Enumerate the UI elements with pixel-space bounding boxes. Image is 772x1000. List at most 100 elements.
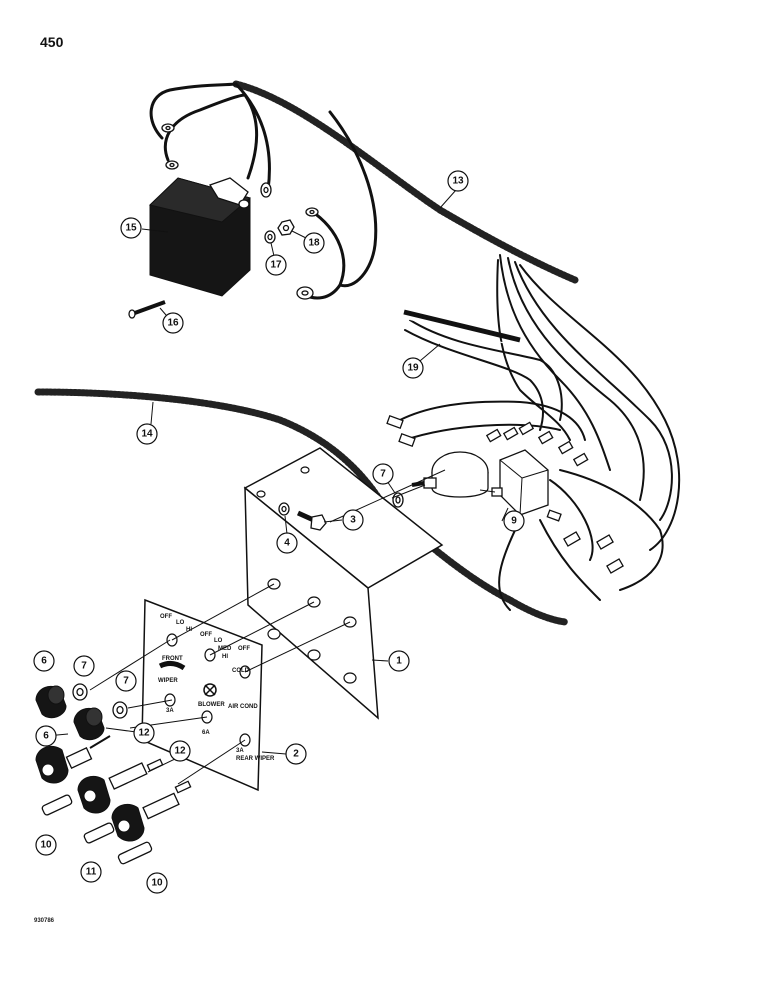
svg-text:9: 9 [511,516,517,527]
mounting-bracket [243,447,444,720]
callout-10-lower: 10 [146,872,168,894]
svg-text:6: 6 [41,656,47,667]
svg-text:14: 14 [141,429,153,440]
label-air-cond: AIR COND [228,704,258,710]
label-cold: COLD [232,668,250,674]
label-3a-2: 3A [236,748,244,754]
assembly-lines [89,469,496,785]
callout-12-upper: 12 [133,722,155,744]
ring-terminal-5 [296,286,314,300]
callout-3: 3 [342,509,364,531]
flat-cable-19 [403,309,521,348]
callout-18: 18 [303,232,325,254]
label-off-3: OFF [238,646,250,652]
callout-19: 19 [402,357,424,379]
svg-text:19: 19 [407,363,419,374]
rotary-switch [411,451,489,498]
label-lo-2: LO [214,638,223,644]
svg-text:7: 7 [380,469,386,480]
label-front: FRONT [162,656,183,662]
svg-text:6: 6 [43,731,49,742]
ground-wire [303,208,346,300]
svg-text:7: 7 [81,661,87,672]
svg-text:16: 16 [167,318,179,329]
nut-18 [277,219,295,236]
svg-text:4: 4 [284,538,290,549]
ring-terminal-3 [260,182,272,198]
callout-13: 13 [447,170,469,192]
svg-text:10: 10 [40,840,52,851]
switch-wires [399,254,681,611]
washer-7-upper [72,683,88,701]
svg-text:2: 2 [293,749,299,760]
callout-1: 1 [388,650,410,672]
toggle-switch-9 [491,449,549,516]
relay-wire-3 [234,82,271,192]
page-number: 450 [40,34,64,50]
callout-6-upper: 6 [33,650,55,672]
callout-6-lower: 6 [35,725,57,747]
callout-17: 17 [265,254,287,276]
harness-13 [232,80,579,284]
screw-16 [128,300,166,319]
washer-7-lower [112,701,128,719]
ring-terminal-1 [161,123,175,133]
washer-17 [264,230,276,244]
svg-text:17: 17 [270,260,282,271]
svg-text:18: 18 [308,238,320,249]
panel-labels: OFF LO HI FRONT WIPER OFF LO MED HI OFF … [158,614,275,762]
relay-wire-1 [149,82,238,140]
fuse-10-upper [41,794,73,816]
fuse-holder-2 [77,758,164,814]
svg-text:3: 3 [350,515,356,526]
label-wiper: WIPER [158,678,178,684]
svg-text:13: 13 [452,176,464,187]
callout-9: 9 [503,510,525,532]
callout-2: 2 [285,743,307,765]
svg-text:12: 12 [174,746,186,757]
svg-text:12: 12 [138,728,150,739]
ring-terminal-2 [165,160,179,170]
label-3a: 3A [166,708,174,714]
harness-branch-wire [328,110,378,288]
label-rear-wiper: REAR WIPER [236,756,275,762]
ring-terminal-4 [305,207,319,217]
callout-11: 11 [80,861,102,883]
washer-4 [278,502,290,516]
callout-15: 15 [120,217,142,239]
label-blower: BLOWER [198,702,225,708]
label-hi-2: HI [222,654,228,660]
relay-wire-2 [163,93,259,180]
label-6a: 6A [202,730,210,736]
spade-connectors [386,415,624,574]
control-panel [141,598,263,792]
label-hi: HI [186,627,192,633]
callout-12-lower: 12 [169,740,191,762]
fuse-holder-3 [111,780,192,842]
bolt-3 [296,510,327,531]
callout-14: 14 [136,423,158,445]
label-med: MED [218,646,232,652]
relay-box [148,177,252,297]
callout-7-middle: 7 [115,670,137,692]
document-code: 930786 [34,918,55,924]
svg-text:10: 10 [151,878,163,889]
callout-7-switch: 7 [372,463,394,485]
fuse-10-lower [117,841,153,865]
callout-7-upper: 7 [73,655,95,677]
knob-6-lower [73,707,105,741]
harness-14 [34,388,569,626]
callout-10-upper: 10 [35,834,57,856]
svg-text:11: 11 [86,867,97,878]
callout-16: 16 [162,312,184,334]
svg-text:15: 15 [125,223,137,234]
label-off: OFF [160,614,172,620]
label-lo: LO [176,620,185,626]
label-off-2: OFF [200,632,212,638]
svg-text:7: 7 [123,676,129,687]
fuse-11 [83,822,115,844]
knob-6-upper [35,685,67,719]
svg-text:1: 1 [396,656,402,667]
fuse-holder-1 [35,735,111,784]
